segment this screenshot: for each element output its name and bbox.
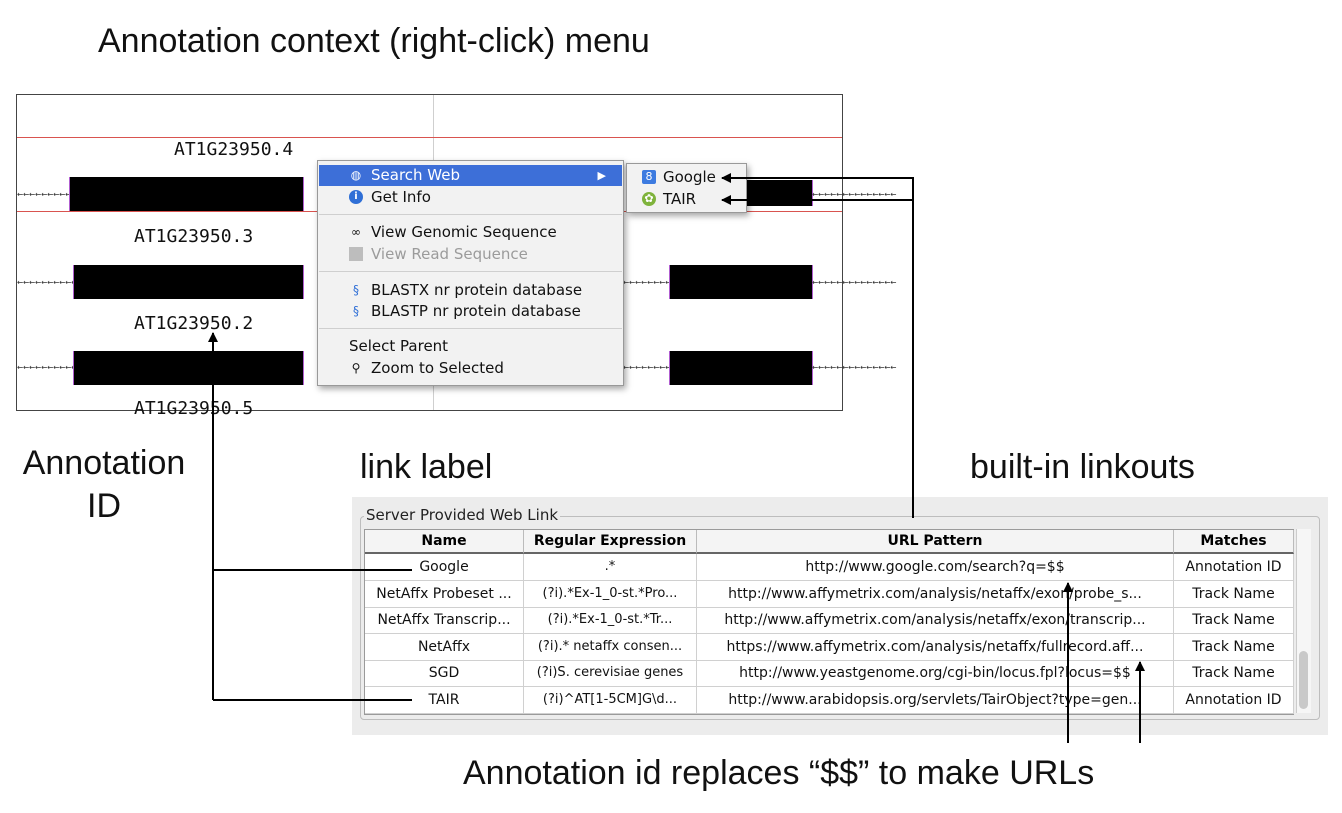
annotation-id-label: Annotation ID (22, 444, 186, 525)
globe-icon: ◍ (350, 168, 362, 182)
intron-line: ←←←←←←←←←←←←←← (623, 362, 708, 373)
cell-regex[interactable]: (?i).*Ex-1_0-st.*Tr... (524, 607, 697, 634)
menu-item-select-parent[interactable]: Select Parent (349, 337, 449, 355)
magnifier-icon: ⚲ (351, 361, 361, 375)
track-divider (17, 137, 842, 138)
link-label-caption: link label (360, 448, 493, 486)
intron-line: ←←←←←←←←←←←←←← (17, 362, 102, 373)
cell-matches[interactable]: Annotation ID (1174, 554, 1294, 581)
cell-name[interactable]: TAIR (365, 686, 524, 714)
cell-url-pattern[interactable]: http://www.arabidopsis.org/servlets/Tair… (697, 686, 1174, 714)
cell-matches[interactable]: Track Name (1174, 633, 1294, 661)
cell-matches[interactable]: Track Name (1174, 580, 1294, 608)
cell-regex[interactable]: (?i)S. cerevisiae genes (524, 660, 697, 687)
cell-name[interactable]: SGD (365, 660, 524, 687)
column-header-matches[interactable]: Matches (1174, 530, 1294, 554)
column-header-url-pattern[interactable]: URL Pattern (697, 530, 1174, 554)
binoculars-icon: ∞ (351, 225, 361, 239)
exon-block[interactable] (73, 265, 304, 299)
menu-item-get-info[interactable]: i Get Info (319, 187, 622, 208)
blast-icon: § (353, 283, 359, 297)
replace-note: Annotation id replaces “$$” to make URLs (463, 754, 1095, 792)
info-icon: i (349, 190, 363, 204)
builtin-linkouts-caption: built-in linkouts (970, 448, 1195, 486)
tair-icon: ✿ (642, 192, 656, 206)
menu-separator (319, 271, 622, 272)
weblink-legend: Server Provided Web Link (364, 506, 561, 524)
cell-regex[interactable]: (?i).* netaffx consen... (524, 633, 697, 661)
column-header-regex[interactable]: Regular Expression (524, 530, 697, 554)
weblink-fieldset (360, 516, 1320, 720)
cell-url-pattern[interactable]: http://www.affymetrix.com/analysis/netaf… (697, 580, 1174, 608)
menu-item-zoom-to-selected[interactable]: ⚲ Zoom to Selected (319, 358, 622, 379)
cell-url-pattern[interactable]: http://www.affymetrix.com/analysis/netaf… (697, 607, 1174, 634)
submenu-item-google[interactable]: 8 Google (627, 166, 746, 188)
menu-separator (319, 328, 622, 329)
cell-matches[interactable]: Track Name (1174, 607, 1294, 634)
table-scrollbar[interactable] (1296, 529, 1311, 713)
intron-line: ←←←←←←←←←←←←←← (623, 277, 708, 288)
figure-title: Annotation context (right-click) menu (98, 22, 650, 60)
cell-url-pattern[interactable]: http://www.google.com/search?q=$$ (697, 554, 1174, 581)
scrollbar-thumb[interactable] (1299, 651, 1308, 709)
cell-url-pattern[interactable]: http://www.yeastgenome.org/cgi-bin/locus… (697, 660, 1174, 687)
submenu-item-tair[interactable]: ✿ TAIR (627, 188, 746, 210)
menu-item-view-genomic-sequence[interactable]: ∞ View Genomic Sequence (351, 223, 557, 241)
menu-item-blastx[interactable]: § BLASTX nr protein database (319, 280, 622, 301)
cell-matches[interactable]: Track Name (1174, 660, 1294, 687)
transcript-label: AT1G23950.5 (134, 398, 254, 419)
cell-regex[interactable]: (?i)^AT[1-5CM]G\d... (524, 686, 697, 714)
blast-icon: § (353, 304, 359, 318)
cell-regex[interactable]: (?i).*Ex-1_0-st.*Pro... (524, 580, 697, 608)
submenu-arrow-icon: ▶ (597, 169, 606, 182)
cell-name[interactable]: Google (365, 554, 524, 581)
cell-matches[interactable]: Annotation ID (1174, 686, 1294, 714)
transcript-label: AT1G23950.2 (134, 313, 254, 334)
exon-block[interactable] (69, 177, 304, 211)
cell-name[interactable]: NetAffx Transcrip... (365, 607, 524, 634)
column-header-name[interactable]: Name (365, 530, 524, 554)
cell-regex[interactable]: .* (524, 554, 697, 581)
google-icon: 8 (642, 170, 656, 184)
menu-item-blastp[interactable]: § BLASTP nr protein database (319, 301, 622, 322)
exon-block[interactable] (745, 180, 813, 206)
intron-line: ←←←←←←←←←←←←←← (17, 277, 102, 288)
transcript-label: AT1G23950.4 (174, 139, 294, 160)
exon-block[interactable] (73, 351, 304, 385)
sequence-icon (349, 247, 363, 261)
menu-separator (319, 214, 622, 215)
exon-block[interactable] (669, 351, 813, 385)
menu-item-view-read-sequence[interactable]: View Read Sequence (319, 244, 622, 265)
transcript-label: AT1G23950.3 (134, 226, 254, 247)
exon-block[interactable] (669, 265, 813, 299)
cell-name[interactable]: NetAffx Probeset ... (365, 580, 524, 608)
menu-item-search-web[interactable]: ◍ Search Web ▶ (319, 165, 622, 186)
context-menu: ◍ Search Web ▶ i Get Info ∞ View Genomic… (317, 160, 624, 386)
cell-name[interactable]: NetAffx (365, 633, 524, 661)
cell-url-pattern[interactable]: https://www.affymetrix.com/analysis/neta… (697, 633, 1174, 661)
intron-line: ←←←←←←←←←←←←←← (17, 189, 102, 200)
